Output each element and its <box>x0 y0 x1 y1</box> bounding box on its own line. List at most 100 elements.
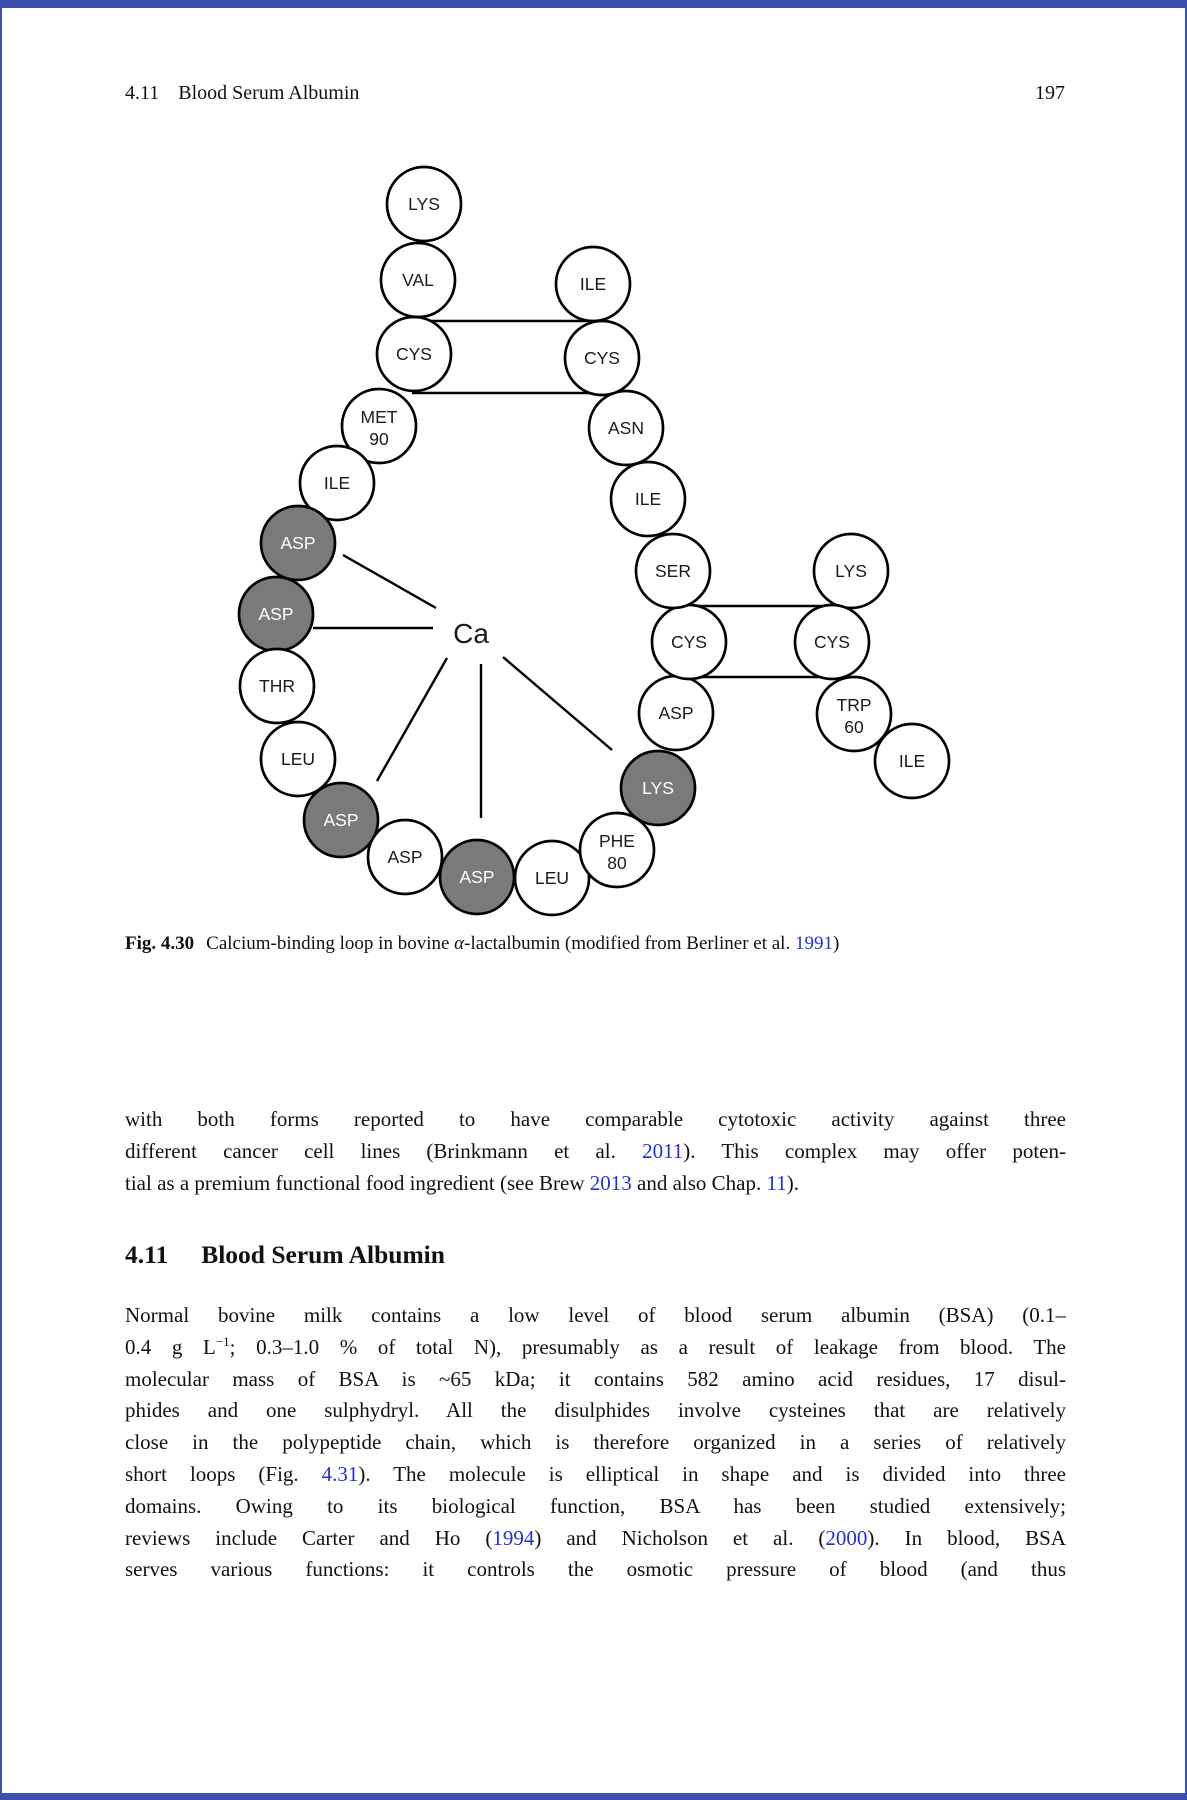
residue-node-lys: LYS <box>619 749 697 827</box>
reference-link[interactable]: 4.31 <box>321 1461 359 1486</box>
text-run: ). The molecule is elliptical in shape a… <box>358 1461 1066 1486</box>
text-line: phides and one sulphydryl. All the disul… <box>125 1395 1066 1427</box>
text-run: tial as a premium functional food ingred… <box>125 1170 590 1195</box>
text-run: Normal bovine milk contains a low level … <box>125 1303 1066 1327</box>
residue-label: ASP <box>459 867 494 887</box>
residue-label: VAL <box>402 270 434 290</box>
residue-circle <box>298 444 376 522</box>
reference-link[interactable]: 2000 <box>825 1525 868 1550</box>
reference-link[interactable]: 1991 <box>794 933 833 954</box>
text-line: Normal bovine milk contains a low level … <box>125 1300 1066 1332</box>
residue-node-ile: ILE <box>554 245 632 323</box>
reference-link[interactable]: 2011 <box>642 1138 684 1163</box>
residue-circle <box>554 245 632 323</box>
residue-circle <box>340 387 418 465</box>
text-run: 0.4 g L <box>125 1334 216 1359</box>
residue-node-lys: LYS <box>812 532 890 610</box>
residue-label: SER <box>655 561 691 581</box>
residue-circle <box>513 839 591 917</box>
text-line: molecular mass of BSA is ~65 kDa; it con… <box>125 1364 1066 1396</box>
text-run: -lactalbumin (modified from Berliner et … <box>464 933 795 954</box>
residue-node-asn: ASN <box>587 389 665 467</box>
reference-link[interactable]: 11 <box>766 1170 787 1195</box>
text-run: close in the polypeptide chain, which is… <box>125 1430 1066 1455</box>
residue-circle <box>815 675 893 753</box>
body-paragraph-2: Normal bovine milk contains a low level … <box>125 1300 1066 1586</box>
residue-circle <box>375 315 453 393</box>
text-run: phides and one sulphydryl. All the disul… <box>125 1398 1066 1423</box>
text-line: tial as a premium functional food ingred… <box>125 1168 1066 1200</box>
residue-circle <box>609 460 687 538</box>
residue-node-lys: LYS <box>385 165 463 243</box>
text-run: ; 0.3–1.0 % of total N), presumably as a… <box>229 1334 1067 1359</box>
residue-circle <box>873 722 951 800</box>
residue-label: ASN <box>608 418 644 438</box>
text-line: domains. Owing to its biological functio… <box>125 1491 1066 1523</box>
residue-label: ILE <box>580 274 606 294</box>
page-number: 197 <box>1035 82 1065 104</box>
text-line: reviews include Carter and Ho (1994) and… <box>125 1523 1066 1555</box>
residue-node-asp: ASP <box>302 781 380 859</box>
residue-label: CYS <box>584 348 620 368</box>
residue-node-cys: CYS <box>375 315 453 393</box>
residue-label: ASP <box>323 810 358 830</box>
residue-node-asp: ASP <box>438 838 516 916</box>
residue-circle <box>619 749 697 827</box>
text-run: different cancer cell lines (Brinkmann e… <box>125 1138 643 1163</box>
text-run: −1 <box>215 1333 230 1349</box>
residue-node-asp: ASP <box>237 575 315 653</box>
residue-circle <box>578 811 656 889</box>
residue-node-cys: CYS <box>793 603 871 681</box>
text-run: ). In blood, BSA <box>867 1525 1066 1550</box>
text-line: short loops (Fig. 4.31). The molecule is… <box>125 1459 1066 1491</box>
residue-node-asp: ASP <box>366 818 444 896</box>
text-run: ). This complex may offer poten- <box>683 1138 1067 1163</box>
text-run: with both forms reported to have compara… <box>125 1107 1066 1131</box>
residue-label: PHE <box>599 831 635 851</box>
residue-label: 90 <box>369 429 389 449</box>
residue-label: LYS <box>408 194 440 214</box>
residue-label: TRP <box>837 695 872 715</box>
text-run: α <box>454 933 465 954</box>
section-number: 4.11 <box>125 1240 169 1269</box>
residue-label: LYS <box>835 561 867 581</box>
residue-circle <box>238 647 316 725</box>
residue-label: LYS <box>642 778 674 798</box>
residue-label: ASP <box>280 533 315 553</box>
residue-label: ASP <box>658 703 693 723</box>
calcium-label: Ca <box>453 618 489 649</box>
residue-node-leu: LEU <box>513 839 591 917</box>
ca-coordination-line <box>342 553 437 610</box>
reference-link[interactable]: 1994 <box>492 1525 535 1550</box>
residue-circle <box>302 781 380 859</box>
text-run: short loops (Fig. <box>125 1461 322 1486</box>
residue-label: THR <box>259 676 295 696</box>
residue-label: CYS <box>396 344 432 364</box>
residue-circle <box>587 389 665 467</box>
residue-circle <box>366 818 444 896</box>
residue-label: CYS <box>671 632 707 652</box>
ca-coordination-line <box>375 657 449 782</box>
residue-node-ile: ILE <box>609 460 687 538</box>
residue-circle <box>812 532 890 610</box>
reference-link[interactable]: 2013 <box>589 1170 632 1195</box>
residue-node-ile: ILE <box>298 444 376 522</box>
residue-label: ILE <box>899 751 925 771</box>
residue-node-ile: ILE <box>873 722 951 800</box>
running-section-number: 4.11 <box>125 82 160 104</box>
residue-circle <box>259 720 337 798</box>
residue-label: LEU <box>535 868 569 888</box>
text-run: ). <box>786 1170 799 1195</box>
residue-node-ser: SER <box>634 532 712 610</box>
residue-label: ASP <box>258 604 293 624</box>
text-run: and also Chap. <box>631 1170 767 1195</box>
text-line: 0.4 g L−1; 0.3–1.0 % of total N), presum… <box>125 1332 1066 1364</box>
residue-node-asp: ASP <box>259 504 337 582</box>
residue-label: LEU <box>281 749 315 769</box>
